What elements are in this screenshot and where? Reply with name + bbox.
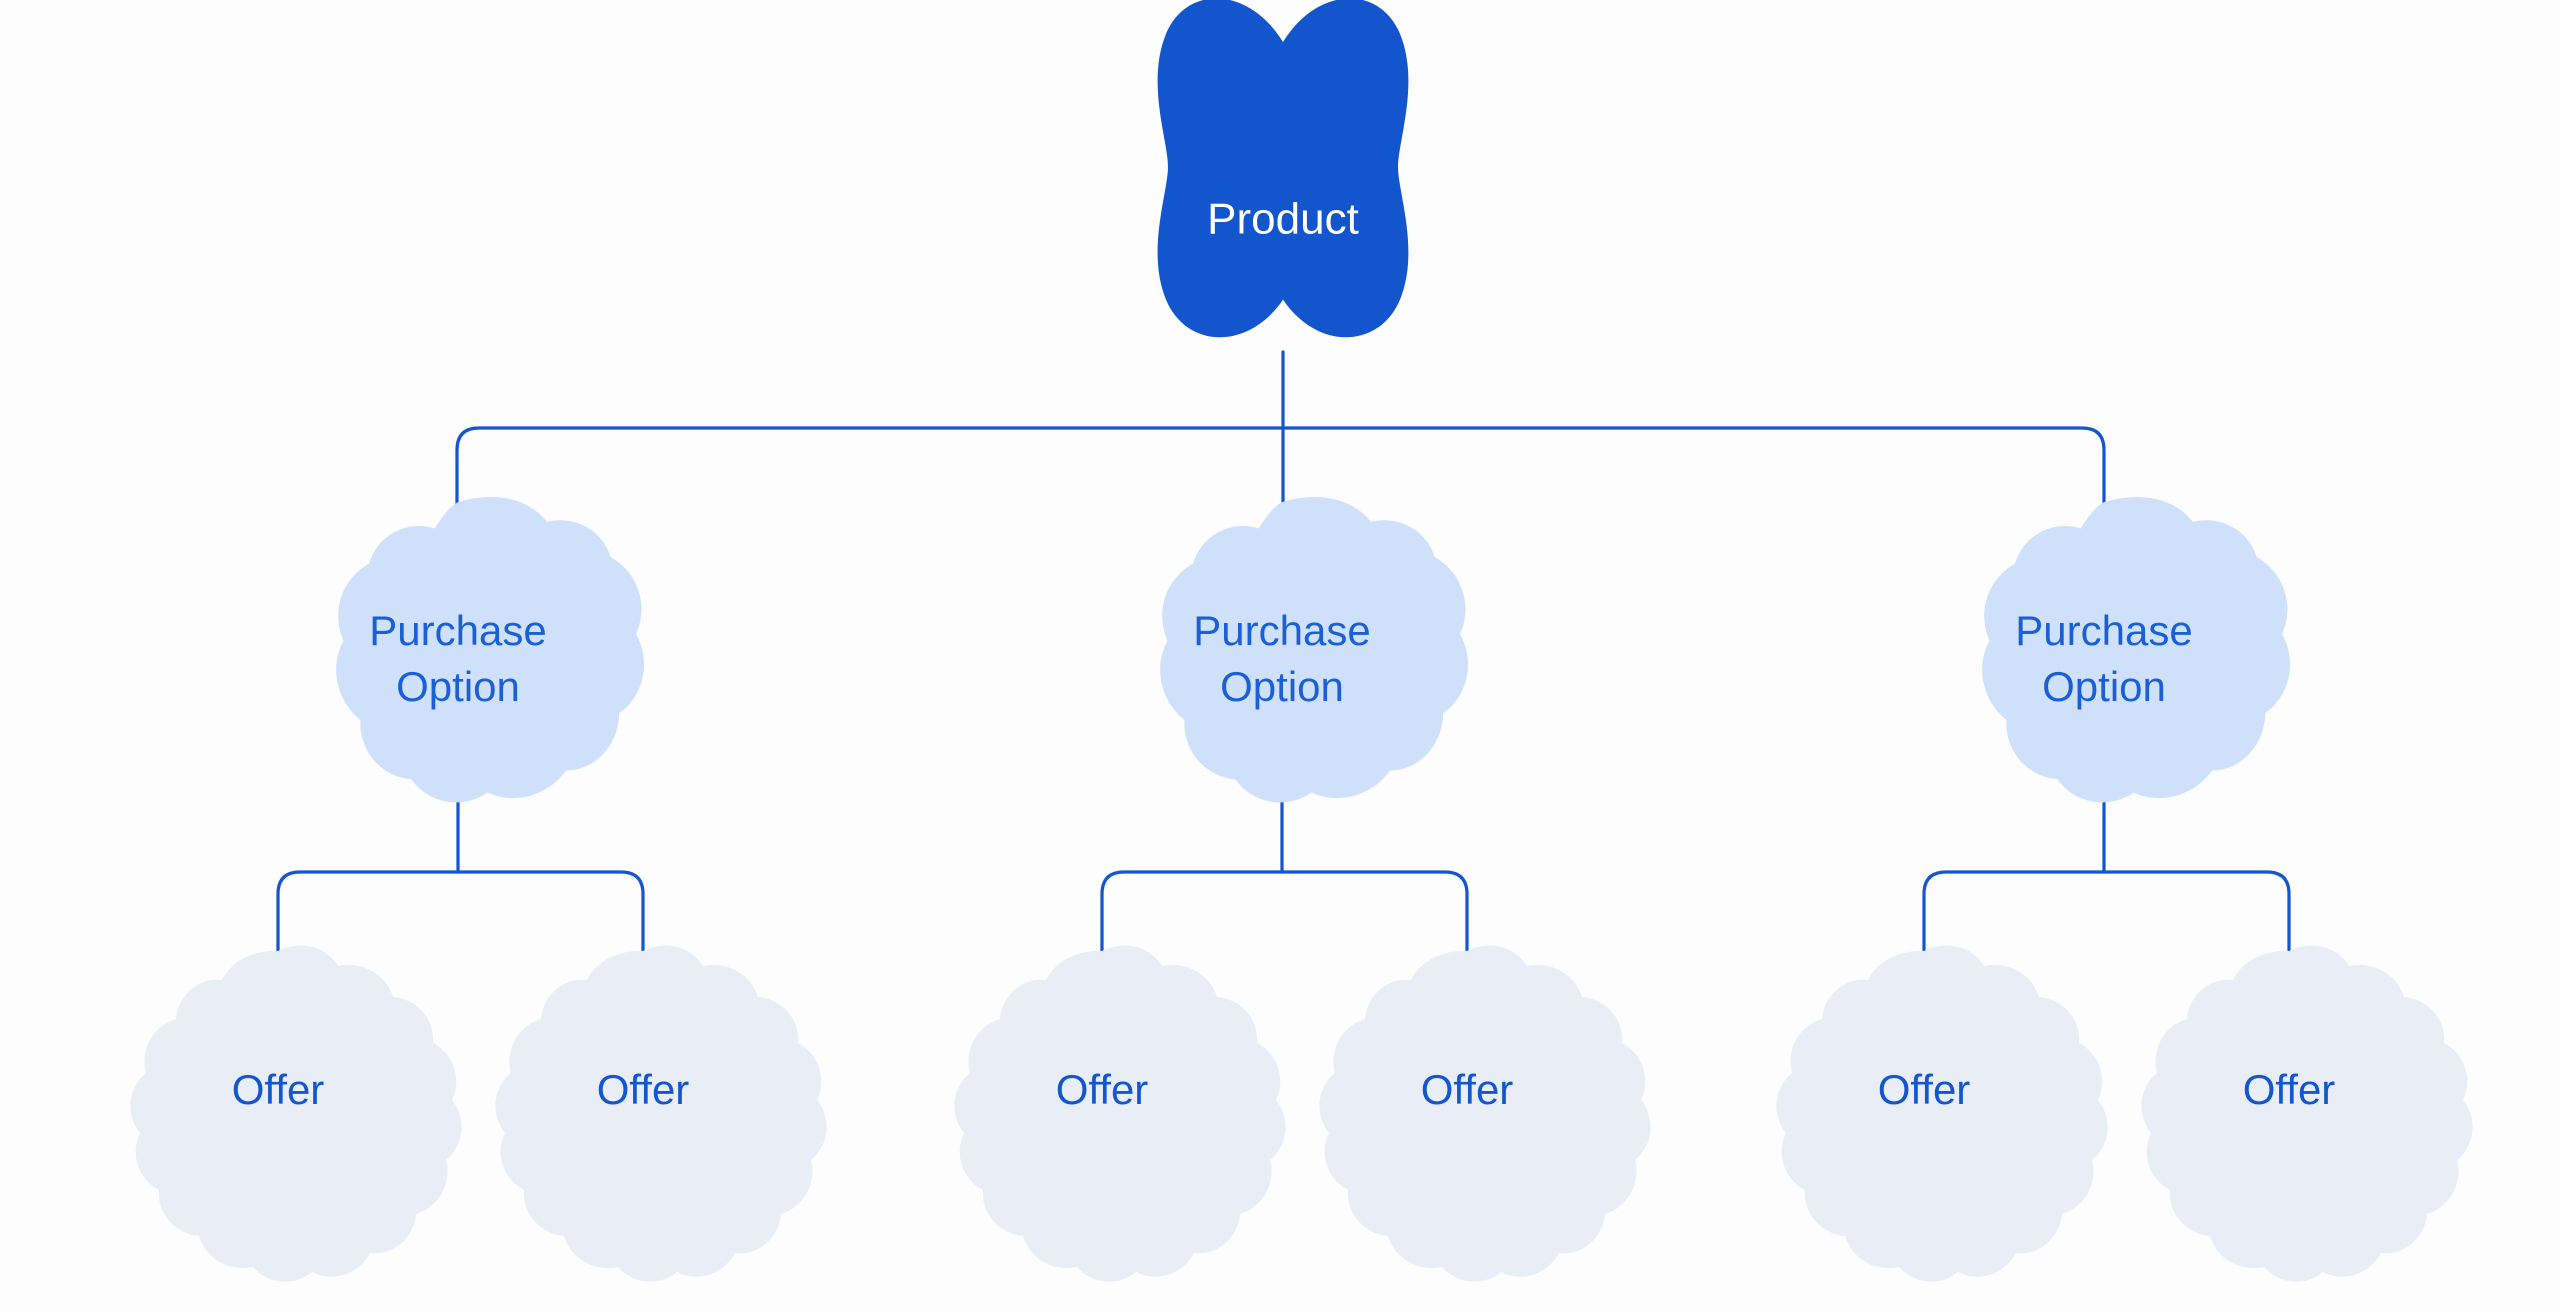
purchase-option-scallop-shape	[336, 496, 644, 803]
node-product[interactable]: Product	[1157, 0, 1409, 338]
node-purchase-option-3[interactable]: Purchase Option	[1982, 496, 2290, 803]
node-offer-4[interactable]: Offer	[1319, 945, 1651, 1282]
node-offer-2[interactable]: Offer	[495, 945, 827, 1282]
offer-scallop-shape	[1319, 945, 1651, 1282]
node-offer-1[interactable]: Offer	[130, 945, 462, 1282]
connector-branch3-right	[2102, 870, 2291, 957]
product-blob-shape	[1157, 0, 1409, 338]
connector-branch1-left	[276, 870, 460, 957]
connector-group	[276, 350, 2291, 957]
connector-branch1-right	[456, 870, 645, 957]
offer-scallop-shape	[1776, 945, 2108, 1282]
node-purchase-option-2[interactable]: Purchase Option	[1160, 496, 1468, 803]
node-offer-3[interactable]: Offer	[954, 945, 1286, 1282]
purchase-option-scallop-shape	[1160, 496, 1468, 803]
connector-branch2-left	[1100, 870, 1284, 957]
connector-level1-right	[1281, 426, 2106, 518]
offer-scallop-shape	[2141, 945, 2473, 1282]
purchase-option-scallop-shape	[1982, 496, 2290, 803]
node-offer-5[interactable]: Offer	[1776, 945, 2108, 1282]
connector-branch3-left	[1922, 870, 2106, 957]
offer-scallop-shape	[954, 945, 1286, 1282]
connector-level1-left	[455, 426, 1285, 518]
node-purchase-option-1[interactable]: Purchase Option	[336, 496, 644, 803]
connector-branch2-right	[1280, 870, 1469, 957]
node-offer-6[interactable]: Offer	[2141, 945, 2473, 1282]
offer-scallop-shape	[495, 945, 827, 1282]
offer-scallop-shape	[130, 945, 462, 1282]
